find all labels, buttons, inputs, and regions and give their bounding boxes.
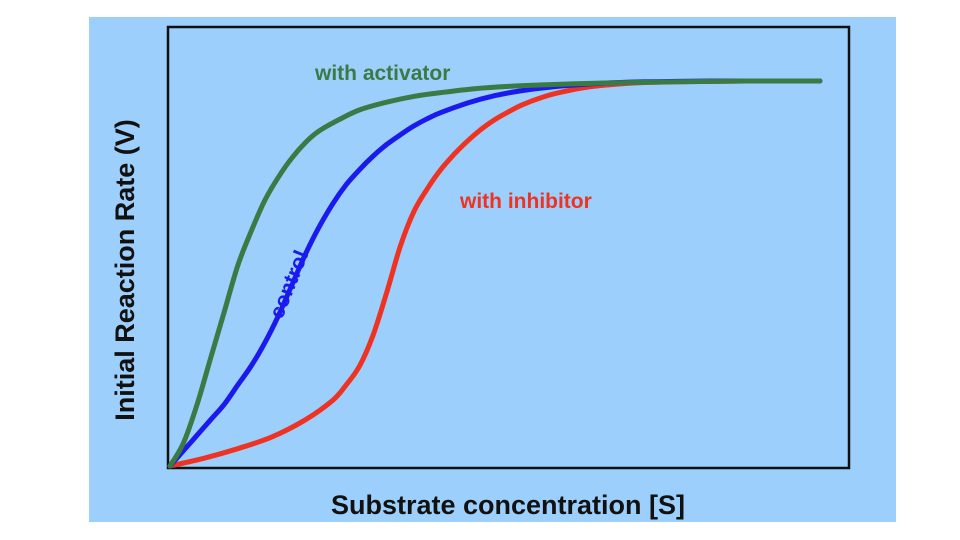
chart-panel-background: [89, 17, 896, 522]
series-lines: [167, 78, 823, 469]
series-label-with-activator: with activator: [314, 62, 450, 85]
y-axis-title: Initial Reaction Rate (V): [110, 119, 140, 421]
x-axis-title: Substrate concentration [S]: [331, 490, 685, 520]
series-line-with-activator: [167, 78, 823, 469]
series-label-with-inhibitor: with inhibitor: [459, 190, 592, 213]
plot-area-frame: [166, 25, 851, 470]
